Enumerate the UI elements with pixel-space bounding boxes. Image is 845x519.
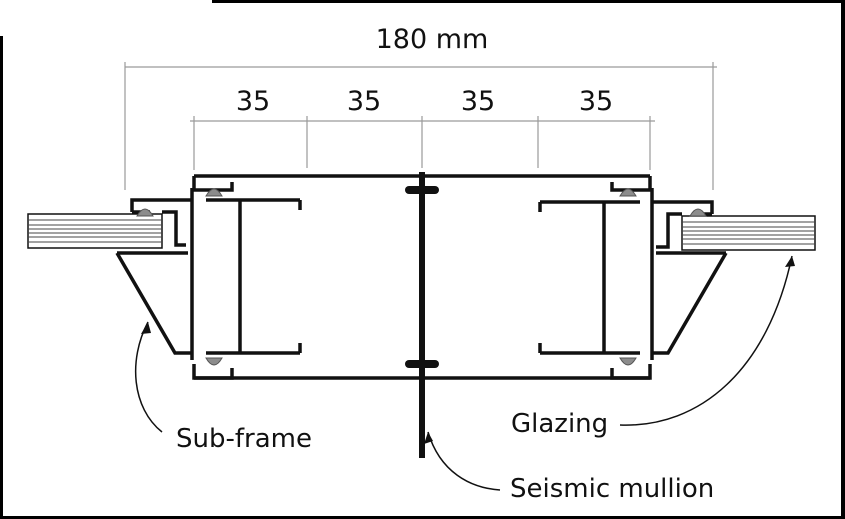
overall-dimension-label: 180 mm xyxy=(376,24,489,55)
mullion-half-right xyxy=(422,174,652,380)
mullion-half-left xyxy=(192,174,422,380)
top-left-notch xyxy=(0,0,212,36)
dimension-lines xyxy=(124,62,717,190)
sub-frame-left xyxy=(115,188,194,360)
callout-leaders xyxy=(134,255,793,491)
glazing-left xyxy=(27,213,163,249)
sub-frame-right xyxy=(650,188,728,360)
sub-frame-callout: Sub-frame xyxy=(176,424,312,454)
segment-dimension-label: 35 xyxy=(579,86,613,117)
segment-dimension-label: 35 xyxy=(236,86,270,117)
callout-arrowheads xyxy=(141,256,795,444)
glazing-right xyxy=(681,215,816,251)
seismic-mullion-blade xyxy=(405,172,439,458)
glazing-callout: Glazing xyxy=(511,409,608,439)
seismic-mullion-callout: Seismic mullion xyxy=(510,474,714,504)
segment-dimension-label: 35 xyxy=(347,86,381,117)
segment-dimension-label: 35 xyxy=(461,86,495,117)
gaskets xyxy=(136,188,707,366)
